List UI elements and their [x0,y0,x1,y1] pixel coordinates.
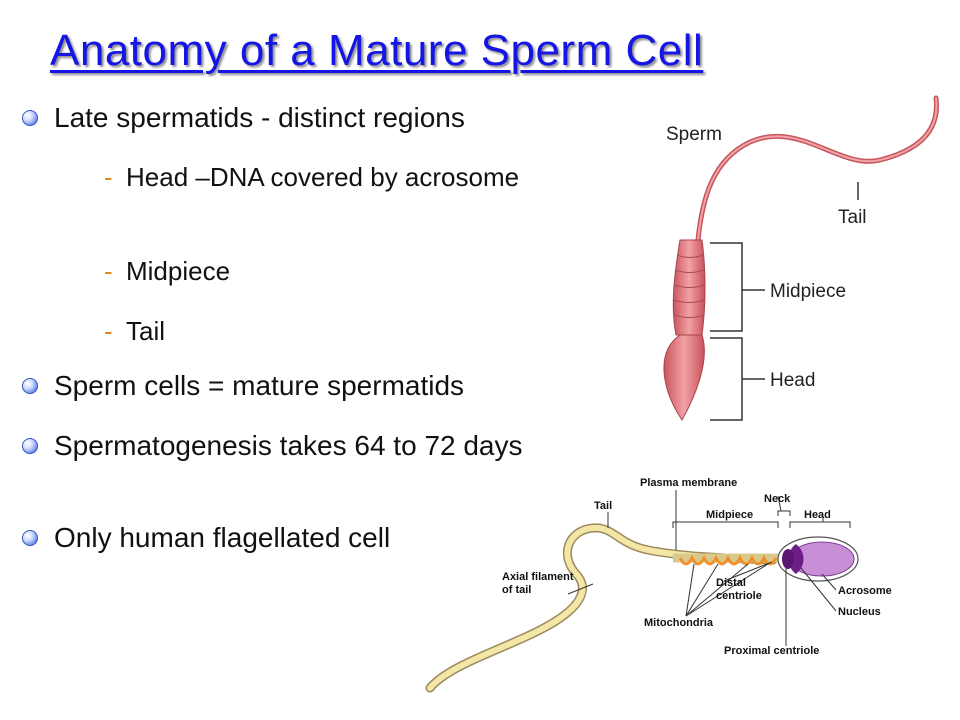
sub-bullet-head: - Head –DNA covered by acrosome [104,162,534,192]
slide-title: Anatomy of a Mature Sperm Cell [50,26,704,75]
label-acrosome: Acrosome [838,585,892,597]
label-plasma-membrane: Plasma membrane [640,477,737,489]
label-sperm: Sperm [666,124,722,145]
sub-bullet-tail: - Tail [104,316,165,346]
label-distal-centriole: centriole [716,590,762,602]
label-head-diagram: Head [804,509,831,521]
bullet-text: Only human flagellated cell [54,522,391,553]
label-nucleus: Nucleus [838,606,881,618]
label-mitochondria: Mitochondria [644,617,714,629]
label-axial-filament: Axial filament [502,571,574,583]
label-axial-filament-tail: of tail [502,584,531,596]
diagram-tail-shape [425,523,778,693]
bullet-dot-icon [22,110,38,126]
bullet-late-spermatids: Late spermatids - distinct regions [22,102,465,134]
dash-marker: - [104,316,113,346]
label-head: Head [770,370,815,391]
bullet-dot-icon [22,438,38,454]
label-neck: Neck [764,493,791,505]
bullet-dot-icon [22,530,38,546]
label-tail: Tail [838,207,867,228]
bullet-flagellated: Only human flagellated cell [22,522,390,554]
sperm-diagram-bottom: Plasma membrane Neck Tail Midpiece Head … [425,477,892,693]
bullet-text: Sperm cells = mature spermatids [54,370,465,401]
bullet-text: Late spermatids - distinct regions [54,102,465,133]
label-distal: Distal [716,577,746,589]
label-proximal-centriole: Proximal centriole [724,645,819,657]
bullet-sperm-cells: Sperm cells = mature spermatids [22,370,464,402]
dash-marker: - [104,162,113,192]
sperm-head-shape [663,334,705,421]
diagram-nucleus [788,544,804,574]
label-midpiece-diagram: Midpiece [706,509,753,521]
dash-marker: - [104,256,113,286]
label-tail-diagram: Tail [594,500,612,512]
bullet-dot-icon [22,378,38,394]
sub-bullet-text: Head –DNA covered by acrosome [126,162,520,192]
bullet-spermatogenesis: Spermatogenesis takes 64 to 72 days [22,430,592,462]
sub-bullet-text: Midpiece [126,256,231,286]
bullet-text: Spermatogenesis takes 64 to 72 days [54,430,523,461]
sub-bullet-text: Tail [126,316,166,346]
sperm-tail-shape [695,95,939,243]
sperm-illustration-top: Sperm Tail Midpiece Head [663,95,939,421]
sub-bullet-midpiece: - Midpiece [104,256,230,286]
mitochondria-spiral [678,554,778,566]
label-midpiece: Midpiece [770,281,846,302]
